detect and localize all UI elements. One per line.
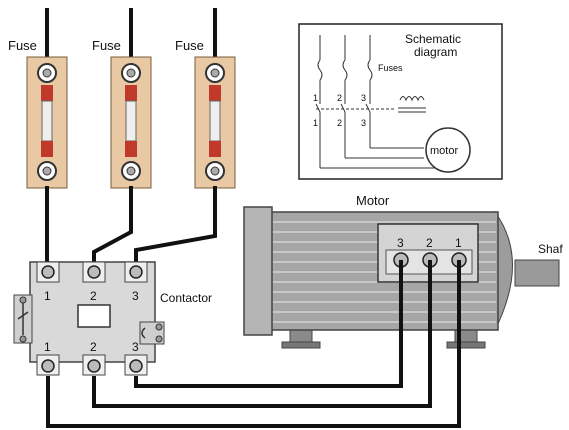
schematic-top-number-3: 3 bbox=[361, 93, 366, 103]
fuse-1 bbox=[26, 56, 68, 189]
contactor-top-terminal-2: 2 bbox=[90, 289, 97, 303]
contactor-top-terminal-3: 3 bbox=[132, 289, 139, 303]
motor-terminal-1: 1 bbox=[455, 236, 462, 250]
schematic-fuses-label: Fuses bbox=[378, 63, 403, 73]
schematic-bottom-number-2: 2 bbox=[337, 118, 342, 128]
contactor-bottom-terminal-1: 1 bbox=[44, 340, 51, 354]
fuse-3 bbox=[194, 56, 236, 189]
schematic-diagram bbox=[298, 23, 503, 180]
motor-terminal-2: 2 bbox=[426, 236, 433, 250]
motor-terminal-3: 3 bbox=[397, 236, 404, 250]
shaft-label: Shaf bbox=[538, 242, 563, 256]
motor-label: Motor bbox=[356, 193, 390, 208]
schematic-bottom-number-3: 3 bbox=[361, 118, 366, 128]
schematic-motor-label: motor bbox=[430, 145, 458, 157]
fuse-1-label: Fuse bbox=[8, 38, 37, 53]
supply-wires bbox=[45, 8, 217, 60]
contactor-bottom-terminal-2: 2 bbox=[90, 340, 97, 354]
schematic-top-number-1: 1 bbox=[313, 93, 318, 103]
fuse-2-label: Fuse bbox=[92, 38, 121, 53]
contactor bbox=[13, 261, 165, 376]
schematic-title-line1: Schematic bbox=[405, 32, 461, 46]
schematic-title-line2: diagram bbox=[414, 45, 457, 59]
contactor-bottom-terminal-3: 3 bbox=[132, 340, 139, 354]
contactor-label: Contactor bbox=[160, 291, 212, 305]
contactor-top-terminal-1: 1 bbox=[44, 289, 51, 303]
schematic-bottom-number-1: 1 bbox=[313, 118, 318, 128]
fuse-3-label: Fuse bbox=[175, 38, 204, 53]
fuse-2 bbox=[110, 56, 152, 189]
contactor-to-motor-wires bbox=[46, 260, 461, 428]
schematic-top-number-2: 2 bbox=[337, 93, 342, 103]
fuse-to-contactor-wires bbox=[45, 186, 217, 262]
